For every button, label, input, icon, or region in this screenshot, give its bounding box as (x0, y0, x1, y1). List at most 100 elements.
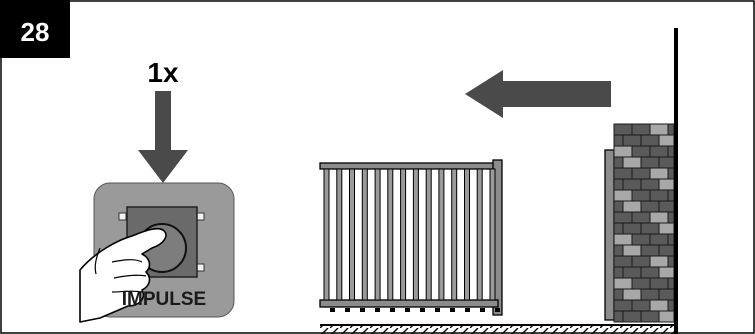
gate-bar (438, 168, 445, 301)
gate-bar (387, 168, 394, 301)
step-badge: 28 (0, 0, 70, 58)
gate-bar (323, 168, 330, 301)
brick (658, 134, 675, 147)
brick (667, 233, 675, 246)
brick (649, 123, 669, 136)
brick (613, 211, 633, 224)
brick (631, 123, 651, 136)
brick (622, 134, 642, 147)
gate-bar (464, 168, 470, 301)
brick (622, 156, 642, 169)
wall-post (674, 28, 678, 334)
brick (622, 244, 642, 257)
brick (613, 167, 633, 180)
rail-mark (420, 308, 425, 312)
brick (649, 255, 669, 268)
sliding-gate (319, 159, 503, 316)
brick (631, 167, 651, 180)
brick (658, 266, 675, 279)
rail-mark (375, 308, 380, 312)
arrow-left-icon (465, 70, 611, 118)
brick (631, 255, 651, 268)
brick (649, 189, 669, 202)
brick (667, 277, 675, 290)
brick (667, 211, 675, 224)
gate-bar (336, 168, 343, 301)
gate-bar (412, 168, 419, 301)
brick (613, 244, 624, 257)
brick (631, 277, 651, 290)
rail-mark (495, 308, 500, 312)
gate-bar (374, 168, 381, 301)
brick (658, 178, 675, 191)
brick (649, 299, 669, 312)
brick (622, 266, 642, 279)
brick (613, 266, 624, 279)
brick (613, 299, 633, 312)
brick (640, 200, 660, 213)
gate-bar (425, 168, 432, 301)
brick (667, 145, 675, 158)
brick (649, 277, 669, 290)
brick (613, 178, 624, 191)
brick (640, 244, 660, 257)
gate-bar (489, 168, 496, 301)
brick (658, 156, 675, 169)
brick (667, 189, 675, 202)
brick (613, 277, 633, 290)
brick (613, 222, 624, 235)
gate-bar (451, 168, 458, 301)
brick (667, 255, 675, 268)
brick (658, 310, 675, 323)
arrow-down-icon (138, 91, 188, 183)
brick (631, 233, 651, 246)
brick (631, 299, 651, 312)
rail-mark (435, 308, 440, 312)
brick-wall (604, 28, 678, 334)
gate-bar (476, 168, 483, 301)
brick (631, 145, 651, 158)
brick (658, 200, 675, 213)
brick (631, 211, 651, 224)
brick (640, 310, 660, 323)
gate-rail-marks (330, 308, 500, 312)
brick (613, 156, 624, 169)
brick (613, 134, 624, 147)
brick (622, 178, 642, 191)
gate-bars (323, 168, 496, 301)
gate-bar (400, 168, 407, 301)
brick (622, 200, 642, 213)
brick (649, 145, 669, 158)
pointing-hand-icon (79, 227, 167, 323)
brick (613, 189, 633, 202)
brick (613, 255, 633, 268)
rail-mark (480, 308, 485, 312)
brick (649, 167, 669, 180)
brick (640, 156, 660, 169)
brick (640, 134, 660, 147)
brick (640, 178, 660, 191)
brick (613, 200, 624, 213)
brick (658, 222, 675, 235)
rail-mark (330, 308, 335, 312)
press-count-label: 1x (147, 57, 179, 88)
ground-track (320, 324, 676, 334)
step-number: 28 (21, 17, 50, 47)
brick (631, 189, 651, 202)
brick (658, 288, 675, 301)
brick (613, 288, 624, 301)
brick (667, 167, 675, 180)
brick (649, 211, 669, 224)
impulse-label: IMPULSE (122, 289, 206, 310)
rail-mark (345, 308, 350, 312)
brick (667, 123, 675, 136)
brick (622, 222, 642, 235)
brick (649, 233, 669, 246)
rail-mark (450, 308, 455, 312)
brick (658, 244, 675, 257)
gate-bar (349, 168, 355, 301)
brick (613, 233, 633, 246)
brick (622, 310, 642, 323)
